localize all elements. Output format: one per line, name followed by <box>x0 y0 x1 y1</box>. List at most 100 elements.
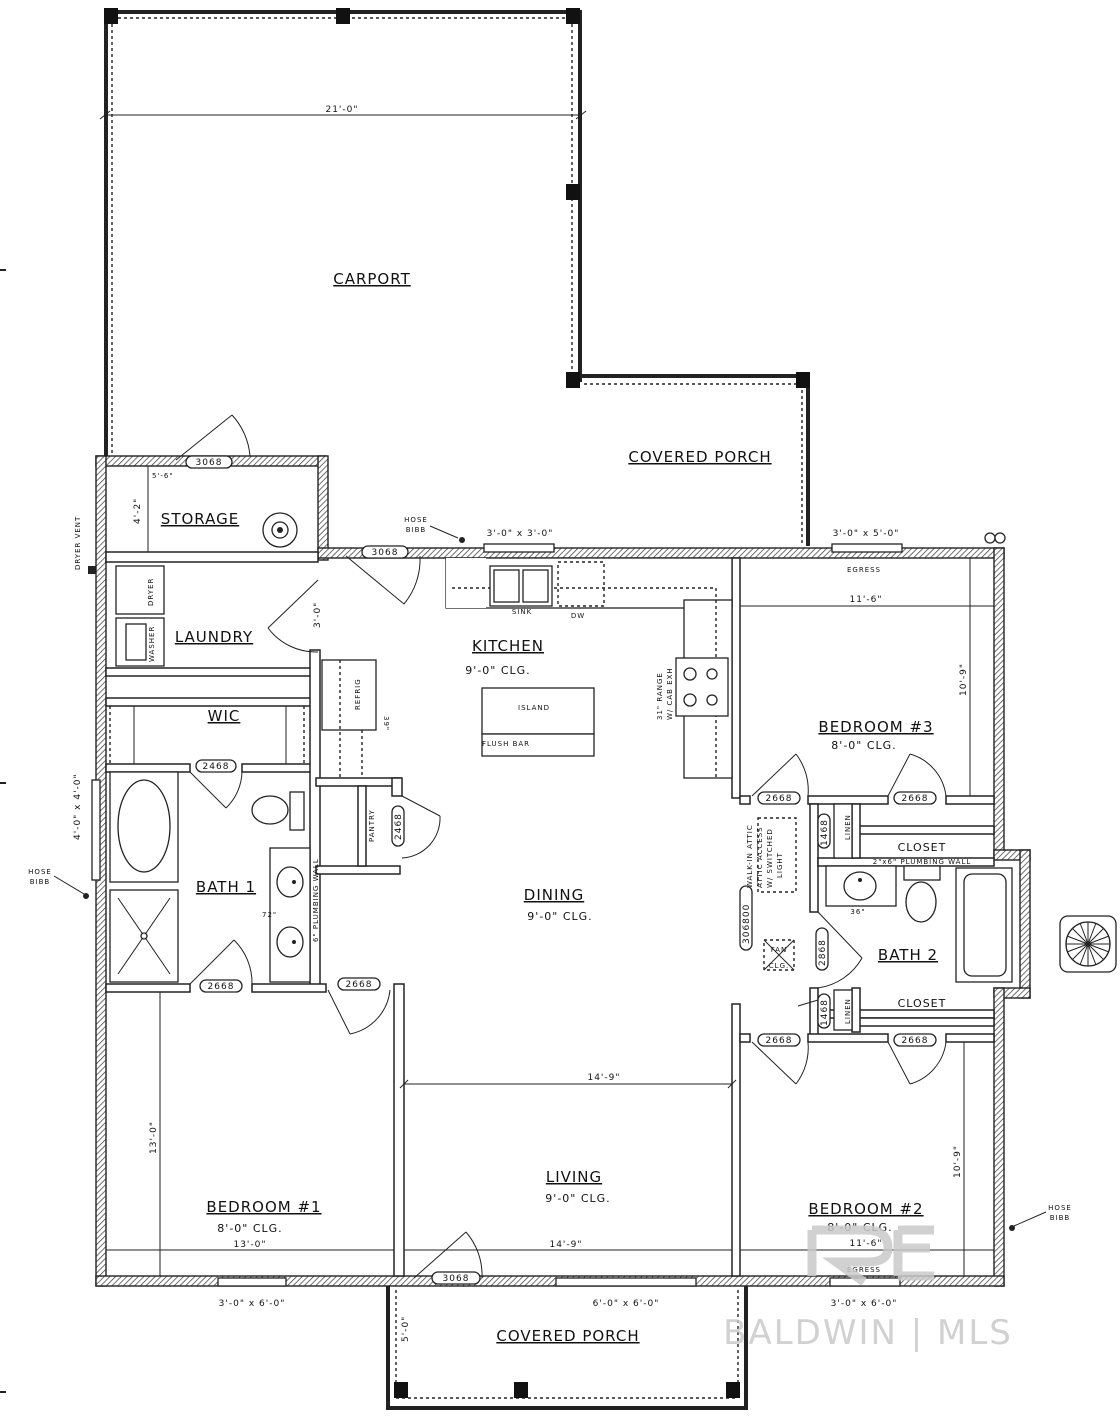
bedroom3-room: 11'-6" 10'-9" BEDROOM #3 8'-0" CLG. <box>740 558 994 796</box>
bedroom1-label: BEDROOM #1 <box>206 1198 321 1216</box>
kitchen-window: 3'-0" x 3'-0" <box>483 529 555 553</box>
svg-text:BIBB: BIBB <box>1050 1214 1070 1222</box>
svg-text:DRYER: DRYER <box>147 578 155 606</box>
svg-text:EGRESS: EGRESS <box>847 1266 881 1274</box>
closet-bottom-label: CLOSET <box>898 997 947 1010</box>
bedroom2-closet-door: 2668 <box>887 1033 947 1085</box>
front-door: 3068 <box>413 1231 483 1285</box>
porch-post <box>726 1382 740 1398</box>
svg-text:3'-0" x 6'-0": 3'-0" x 6'-0" <box>831 1299 898 1309</box>
baldwin-mls-logo: BALDWIN | MLS <box>723 1225 1013 1353</box>
svg-text:ISLAND: ISLAND <box>518 704 550 712</box>
bedroom1-room: 13'-0" BEDROOM #1 8'-0" CLG. 13'-0" <box>106 992 394 1276</box>
svg-text:2668: 2668 <box>902 794 929 804</box>
svg-text:1468: 1468 <box>820 819 830 846</box>
living-width-dimension: 14'-9" <box>399 1073 737 1089</box>
bedroom1-door: 2668 <box>327 977 391 1035</box>
svg-text:LINEN: LINEN <box>844 998 852 1024</box>
svg-text:3'-0" x 3'-0": 3'-0" x 3'-0" <box>487 529 554 539</box>
svg-text:2668: 2668 <box>208 982 235 992</box>
svg-text:10'-9": 10'-9" <box>953 1145 963 1178</box>
svg-text:BIBB: BIBB <box>406 526 426 534</box>
bedroom2-room: 10'-9" BEDROOM #2 8'-0" CLG. 11'-6" <box>740 1042 994 1276</box>
svg-text:39": 39" <box>382 716 390 731</box>
linen-top: LINEN 1468 <box>817 803 853 859</box>
carport-label: CARPORT <box>333 270 411 288</box>
svg-text:SINK: SINK <box>512 608 532 616</box>
svg-text:HOSE: HOSE <box>404 516 428 524</box>
svg-text:REFRIG: REFRIG <box>354 678 362 710</box>
svg-text:10'-9": 10'-9" <box>959 663 969 696</box>
svg-text:13'-0": 13'-0" <box>149 1121 159 1154</box>
living-window: 6'-0" x 6'-0" <box>555 1277 697 1309</box>
bath1-label: BATH 1 <box>196 878 256 896</box>
svg-text:1468: 1468 <box>820 999 830 1026</box>
carport-post <box>336 8 350 24</box>
svg-text:FLUSH BAR: FLUSH BAR <box>482 740 530 748</box>
svg-text:2468: 2468 <box>394 813 404 840</box>
porch-depth-dim: 5'-0" <box>401 1316 411 1342</box>
bath2-toilet <box>905 881 937 923</box>
svg-text:LIGHT: LIGHT <box>776 852 784 878</box>
bath1-door: 2668 <box>189 939 253 993</box>
svg-text:ATTIC ACCESS: ATTIC ACCESS <box>756 826 764 888</box>
svg-text:2668: 2668 <box>346 980 373 990</box>
linen-bottom: LINEN 1468 <box>797 989 853 1031</box>
svg-text:3'-0" x 5'-0": 3'-0" x 5'-0" <box>833 529 900 539</box>
carport-post <box>104 8 118 24</box>
wic-label: WIC <box>208 707 241 725</box>
pantry-label: PANTRY <box>368 809 376 842</box>
watermark-text: BALDWIN | MLS <box>723 1313 1013 1353</box>
porch-post <box>394 1382 408 1398</box>
bath2-room: 36" BATH 2 <box>825 865 1013 983</box>
svg-text:306800: 306800 <box>742 904 752 944</box>
svg-text:9'-0" CLG.: 9'-0" CLG. <box>527 910 592 923</box>
carport-post <box>566 8 580 24</box>
kitchen-entry-door: 3068 <box>345 545 421 605</box>
living-label: LIVING <box>546 1168 602 1186</box>
svg-text:2668: 2668 <box>766 1036 793 1046</box>
bath2-exhaust-vent <box>1059 915 1117 973</box>
wic-room: WIC <box>109 706 305 764</box>
dryer-appliance <box>115 565 165 615</box>
svg-text:2668: 2668 <box>766 794 793 804</box>
carport-width-dimension: 21'-0" <box>99 105 587 120</box>
gas-meter-icon <box>984 532 1006 544</box>
svg-text:LINEN: LINEN <box>844 814 852 840</box>
bedroom3-label: BEDROOM #3 <box>818 718 933 736</box>
storage-label: STORAGE <box>161 510 239 528</box>
svg-text:DRYER VENT: DRYER VENT <box>74 516 82 570</box>
svg-text:3068: 3068 <box>372 548 399 558</box>
attic-access: WALK-IN ATTIC ATTIC ACCESS W/ SWITCHED L… <box>746 817 797 893</box>
bedroom3-door: 2668 <box>751 753 809 805</box>
svg-text:4'-0" x 4'-0": 4'-0" x 4'-0" <box>73 773 83 840</box>
living-width-bottom: 14'-9" <box>549 1240 582 1250</box>
kitchen-island <box>481 687 595 735</box>
svg-text:2668: 2668 <box>902 1036 929 1046</box>
porch-post <box>514 1382 528 1398</box>
refrigerator: REFRIG 39" <box>321 659 390 778</box>
svg-text:2468: 2468 <box>203 762 230 772</box>
svg-text:DW: DW <box>571 612 585 620</box>
svg-text:3068: 3068 <box>443 1274 470 1284</box>
svg-text:W/ SWITCHED: W/ SWITCHED <box>766 828 774 888</box>
covered-porch-top-label: COVERED PORCH <box>628 448 771 466</box>
range <box>675 657 729 717</box>
svg-text:HOSE: HOSE <box>1048 1204 1072 1212</box>
svg-text:31" RANGE: 31" RANGE <box>656 672 664 720</box>
svg-text:HOSE: HOSE <box>28 868 52 876</box>
kitchen-label: KITCHEN <box>472 637 544 655</box>
svg-text:6" PLUMBING WALL: 6" PLUMBING WALL <box>312 858 320 942</box>
svg-text:WASHER: WASHER <box>148 626 156 662</box>
svg-text:EGRESS: EGRESS <box>847 566 881 574</box>
svg-text:4'-2": 4'-2" <box>133 498 143 524</box>
carport-post <box>566 184 580 200</box>
bedroom3-closet-door: 2668 <box>887 753 947 805</box>
vanity-double <box>269 847 311 983</box>
svg-text:CLG.: CLG. <box>769 962 789 970</box>
svg-text:FAN: FAN <box>771 946 787 954</box>
svg-text:14'-9": 14'-9" <box>587 1073 620 1083</box>
closet-top-label: CLOSET <box>898 841 947 854</box>
carport-post <box>796 372 810 388</box>
svg-text:6'-0" x 6'-0": 6'-0" x 6'-0" <box>593 1299 660 1309</box>
